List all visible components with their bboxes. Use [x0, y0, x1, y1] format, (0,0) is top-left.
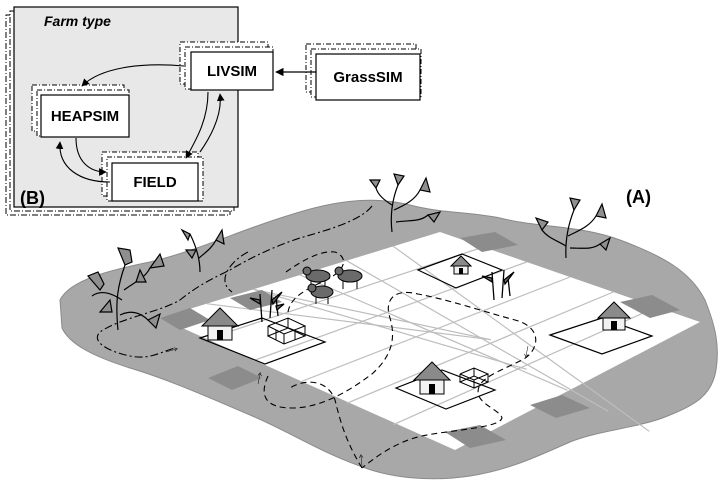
- grazing-path-2: [224, 251, 249, 293]
- fence-icon: [266, 317, 307, 345]
- shaded-field: [160, 308, 210, 330]
- livsim-box: [190, 51, 274, 91]
- movement-path: [263, 292, 537, 469]
- hut-icon: [596, 301, 632, 331]
- farm-plot: [416, 253, 504, 289]
- livsim-module: LIVSIM: [179, 41, 274, 91]
- tree-icon: [368, 173, 442, 233]
- hut-icon: [412, 361, 452, 395]
- arrow-field-to-heapsim: [55, 141, 111, 183]
- hut-icon: [449, 255, 473, 275]
- farm-plot: [548, 317, 654, 355]
- path-arrow: [165, 347, 178, 353]
- field-module: FIELD: [101, 151, 204, 202]
- path-arrow: [524, 345, 529, 358]
- path-arrow: [257, 372, 262, 385]
- shaded-field: [620, 295, 680, 318]
- grasssim-label: GrassSIM: [333, 69, 402, 86]
- farm-plot: [198, 317, 327, 365]
- livsim-label: LIVSIM: [207, 63, 257, 80]
- panel-b-tag: (B): [20, 188, 45, 208]
- tree-icon: [534, 197, 612, 259]
- field-box: [111, 162, 199, 202]
- arrow-field-to-livsim: [199, 93, 225, 153]
- landscape: (A): [59, 173, 718, 480]
- heapsim-label: HEAPSIM: [51, 108, 119, 125]
- farm-type-title: Farm type: [44, 13, 111, 29]
- grazing-path: [97, 205, 373, 358]
- arrow-livsim-to-field: [185, 91, 209, 159]
- hut-icon: [200, 307, 240, 341]
- farm-type-panel: Farm type (B) LIVSIM HEAPSIM FIELD: [5, 6, 274, 216]
- shaded-fields: [160, 232, 680, 448]
- shaded-field: [208, 366, 262, 390]
- grasssim-module: GrassSIM: [305, 43, 422, 101]
- field-label: FIELD: [133, 174, 176, 191]
- movement-path-2: [285, 251, 345, 313]
- movement-path-3: [289, 381, 363, 469]
- maize-icon: [481, 269, 515, 301]
- shaded-field: [530, 395, 590, 418]
- cattle-icon: [302, 266, 363, 304]
- arrow-heapsim-to-field: [75, 137, 107, 176]
- tree-icon: [180, 228, 225, 273]
- path-arrow: [359, 454, 364, 467]
- grasssim-box: [315, 53, 421, 101]
- heapsim-module: HEAPSIM: [31, 84, 130, 138]
- panel-a-tag: (A): [626, 187, 651, 207]
- tree-icon: [86, 247, 165, 331]
- maize-icon: [249, 289, 285, 323]
- heapsim-box: [40, 94, 130, 138]
- arrow-livsim-to-heapsim: [81, 64, 185, 87]
- shaded-field: [445, 425, 506, 448]
- shaded-field: [460, 232, 518, 252]
- fence-icon: [458, 367, 490, 389]
